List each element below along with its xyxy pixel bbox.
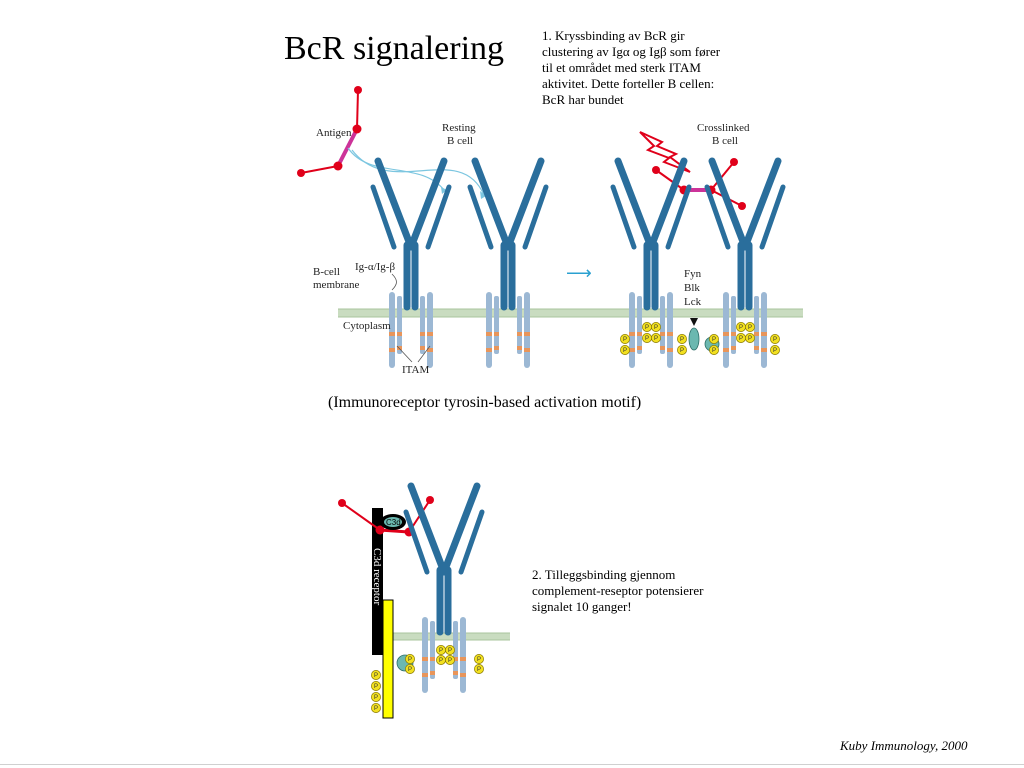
phosphate-cluster-3 [404, 644, 485, 675]
antigen-free [297, 86, 362, 177]
kinase-fyn: Fyn [684, 268, 702, 280]
transition-arrow: ⟶ [566, 263, 592, 284]
c3d-receptor-label: C3d receptor [371, 548, 383, 605]
cell-membrane-band-2 [380, 633, 510, 640]
resting-label-line1: Resting [442, 122, 476, 134]
kinase-lck: Lck [684, 296, 702, 308]
c3d-receptor [372, 508, 383, 655]
kinase-enzyme [688, 327, 700, 351]
note-crosslinking: 1. Kryssbinding av BcR gir clustering av… [542, 28, 721, 107]
antigen-c3d-complex: C3d [338, 496, 434, 537]
bottom-divider [0, 764, 1024, 765]
cd19-coreceptor [382, 599, 394, 719]
crosslinked-label-line2: B cell [712, 135, 738, 147]
antigen-label: Antigen [316, 127, 352, 139]
ig-alpha-beta-label: Ig-α/Ig-β [355, 261, 395, 273]
kinase-anchor [690, 318, 698, 326]
itam-label: ITAM [402, 364, 429, 376]
binding-arrow-2 [351, 149, 485, 196]
bcr-resting-2 [470, 161, 546, 368]
binding-arrow-1 [347, 147, 445, 191]
membrane-label-line2: membrane [313, 279, 360, 291]
cytoplasm-label: Cytoplasm [343, 320, 391, 332]
cell-membrane-band [338, 309, 803, 317]
membrane-label-line1: B-cell [313, 266, 340, 278]
c3d-label: C3d [386, 518, 401, 527]
note-complement: 2. Tilleggsbinding gjennom complement-re… [532, 567, 704, 614]
kinase-blk: Blk [684, 282, 700, 294]
phosphate-cluster-2 [708, 321, 781, 356]
source-credit: Kuby Immunology, 2000 [840, 738, 968, 753]
resting-label-line2: B cell [447, 135, 473, 147]
phosphate-cd19 [370, 669, 382, 714]
crosslinked-label-line1: Crosslinked [697, 122, 750, 134]
lightning-icon [639, 131, 691, 173]
slide-title: BcR signalering [284, 30, 505, 67]
itam-caption: (Immunoreceptor tyrosin-based activation… [328, 394, 642, 411]
